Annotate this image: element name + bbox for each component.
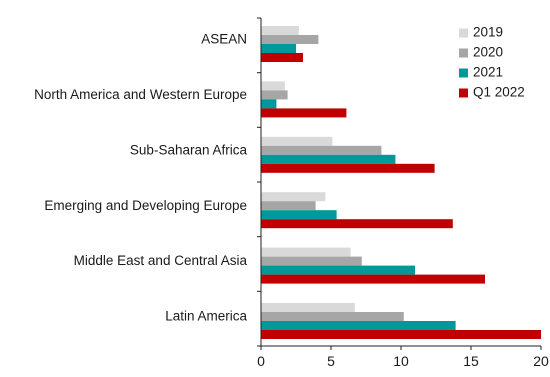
bar-2019-5 — [261, 303, 355, 312]
bar-2020-3 — [261, 201, 316, 211]
bar-2020-4 — [261, 256, 362, 266]
bar-2020-5 — [261, 312, 404, 321]
bar-q1-2022-5 — [261, 330, 541, 339]
bar-2021-5 — [261, 321, 456, 330]
bar-2021-1 — [261, 99, 277, 109]
bar-q1-2022-2 — [261, 163, 435, 173]
category-label: Middle East and Central Asia — [74, 253, 248, 268]
bar-2021-4 — [261, 265, 415, 275]
labels-layer: ASEAN North America and Western EuropeSub… — [34, 32, 549, 369]
legend-label: 2020 — [473, 45, 503, 60]
bar-2021-0 — [261, 44, 296, 53]
legend-label: Q1 2022 — [473, 85, 525, 100]
bar-2020-1 — [261, 90, 288, 100]
bars-layer — [261, 26, 541, 339]
bar-q1-2022-0 — [261, 53, 303, 62]
x-tick-label: 20 — [533, 353, 549, 369]
x-tick-label: 5 — [327, 353, 335, 369]
legend: 2019 2020 2021 Q1 2022 — [459, 25, 525, 100]
bar-q1-2022-4 — [261, 274, 485, 284]
x-tick-label: 10 — [393, 353, 409, 369]
bar-2021-3 — [261, 210, 337, 220]
x-tick-label: 15 — [463, 353, 479, 369]
category-label: Emerging and Developing Europe — [44, 198, 247, 213]
bar-2019-0 — [261, 26, 299, 35]
category-label: Latin America — [165, 309, 247, 324]
legend-swatch — [459, 48, 468, 58]
bar-2019-3 — [261, 192, 326, 202]
bar-q1-2022-1 — [261, 108, 347, 118]
bar-2021-2 — [261, 154, 396, 164]
bar-2019-1 — [261, 81, 285, 91]
category-label: North America and Western Europe — [34, 87, 247, 102]
bar-2020-2 — [261, 145, 382, 155]
bar-2020-0 — [261, 35, 319, 44]
bar-q1-2022-3 — [261, 219, 453, 229]
category-label: ASEAN — [201, 32, 247, 47]
category-label: Sub-Saharan Africa — [130, 142, 248, 157]
legend-swatch — [459, 88, 468, 98]
axis-layer — [257, 17, 542, 350]
bar-2019-4 — [261, 247, 351, 257]
legend-swatch — [459, 28, 468, 38]
legend-swatch — [459, 68, 468, 78]
x-tick-label: 0 — [257, 353, 265, 369]
legend-label: 2021 — [473, 65, 503, 80]
bar-2019-2 — [261, 136, 333, 146]
legend-label: 2019 — [473, 25, 503, 40]
